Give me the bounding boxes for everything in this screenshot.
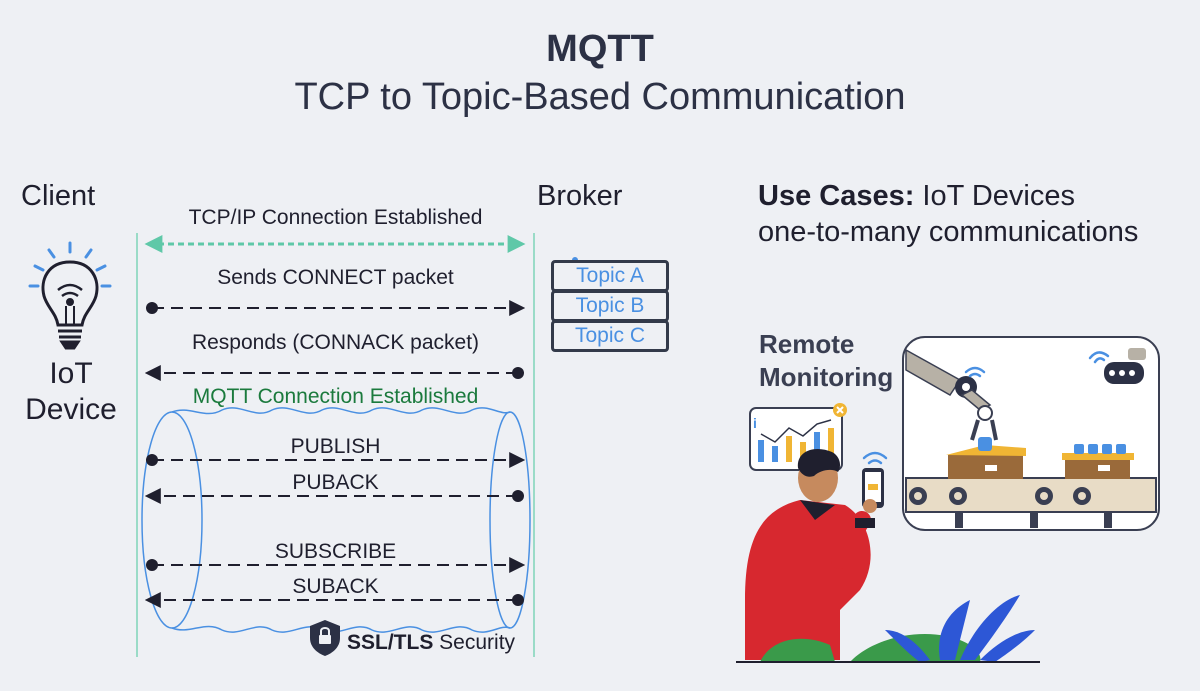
plant-illustration: [760, 595, 1035, 662]
robot-wifi-icon: [964, 366, 986, 378]
shield-lock-icon: [310, 620, 340, 656]
security-label-rest: Security: [433, 631, 516, 654]
security-label: SSL/TLS Security: [347, 631, 515, 655]
conveyor-box-2: [1062, 444, 1134, 479]
topic-a: Topic A: [551, 260, 669, 292]
conveyor-box-1: [946, 445, 1026, 479]
conveyor-belt: [905, 477, 1157, 528]
topic-b: Topic B: [551, 290, 669, 322]
iot-device-label-line2: Device: [25, 393, 117, 426]
remote-monitoring-line2: Monitoring: [759, 362, 894, 392]
bulb-rays: [28, 241, 112, 288]
diagram-subtitle: TCP to Topic-Based Communication: [294, 76, 906, 118]
publish-label: PUBLISH: [290, 435, 381, 458]
connect-label: Sends CONNECT packet: [217, 266, 454, 289]
client-label: Client: [21, 180, 96, 212]
puback-label: PUBACK: [292, 471, 379, 494]
mqtt-tunnel: [141, 407, 531, 633]
camera-wifi-icon: [1088, 351, 1110, 364]
broker-label: Broker: [537, 180, 623, 212]
connack-label: Responds (CONNACK packet): [191, 331, 480, 354]
robot-arm: [905, 348, 998, 451]
security-label-strong: SSL/TLS: [347, 631, 434, 654]
iot-device-label-line1: IoT: [49, 357, 93, 390]
use-cases-line1: Use Cases: IoT Devices: [758, 180, 1075, 213]
person-illustration: [745, 448, 884, 660]
subscribe-label: SUBSCRIBE: [274, 540, 397, 563]
use-cases-line2: one-to-many communications: [758, 216, 1139, 248]
svg-text:i: i: [753, 415, 757, 431]
tcp-connection-label: TCP/IP Connection Established: [188, 206, 483, 229]
remote-monitoring-label: Remote Monitoring: [759, 328, 893, 394]
suback-label: SUBACK: [292, 575, 379, 598]
use-cases-heading: Use Cases:: [758, 180, 915, 212]
security-camera-icon: [1104, 348, 1146, 384]
topic-c: Topic C: [551, 320, 669, 352]
diagram-title: MQTT: [546, 28, 654, 70]
iot-device-label: IoT Device: [21, 356, 121, 428]
phone-wifi-icon: [862, 451, 888, 465]
use-cases-line1-text: IoT Devices: [914, 180, 1076, 212]
remote-monitoring-line1: Remote: [759, 329, 855, 359]
lightbulb-icon: [41, 260, 99, 350]
mqtt-established-label: MQTT Connection Established: [192, 385, 479, 408]
